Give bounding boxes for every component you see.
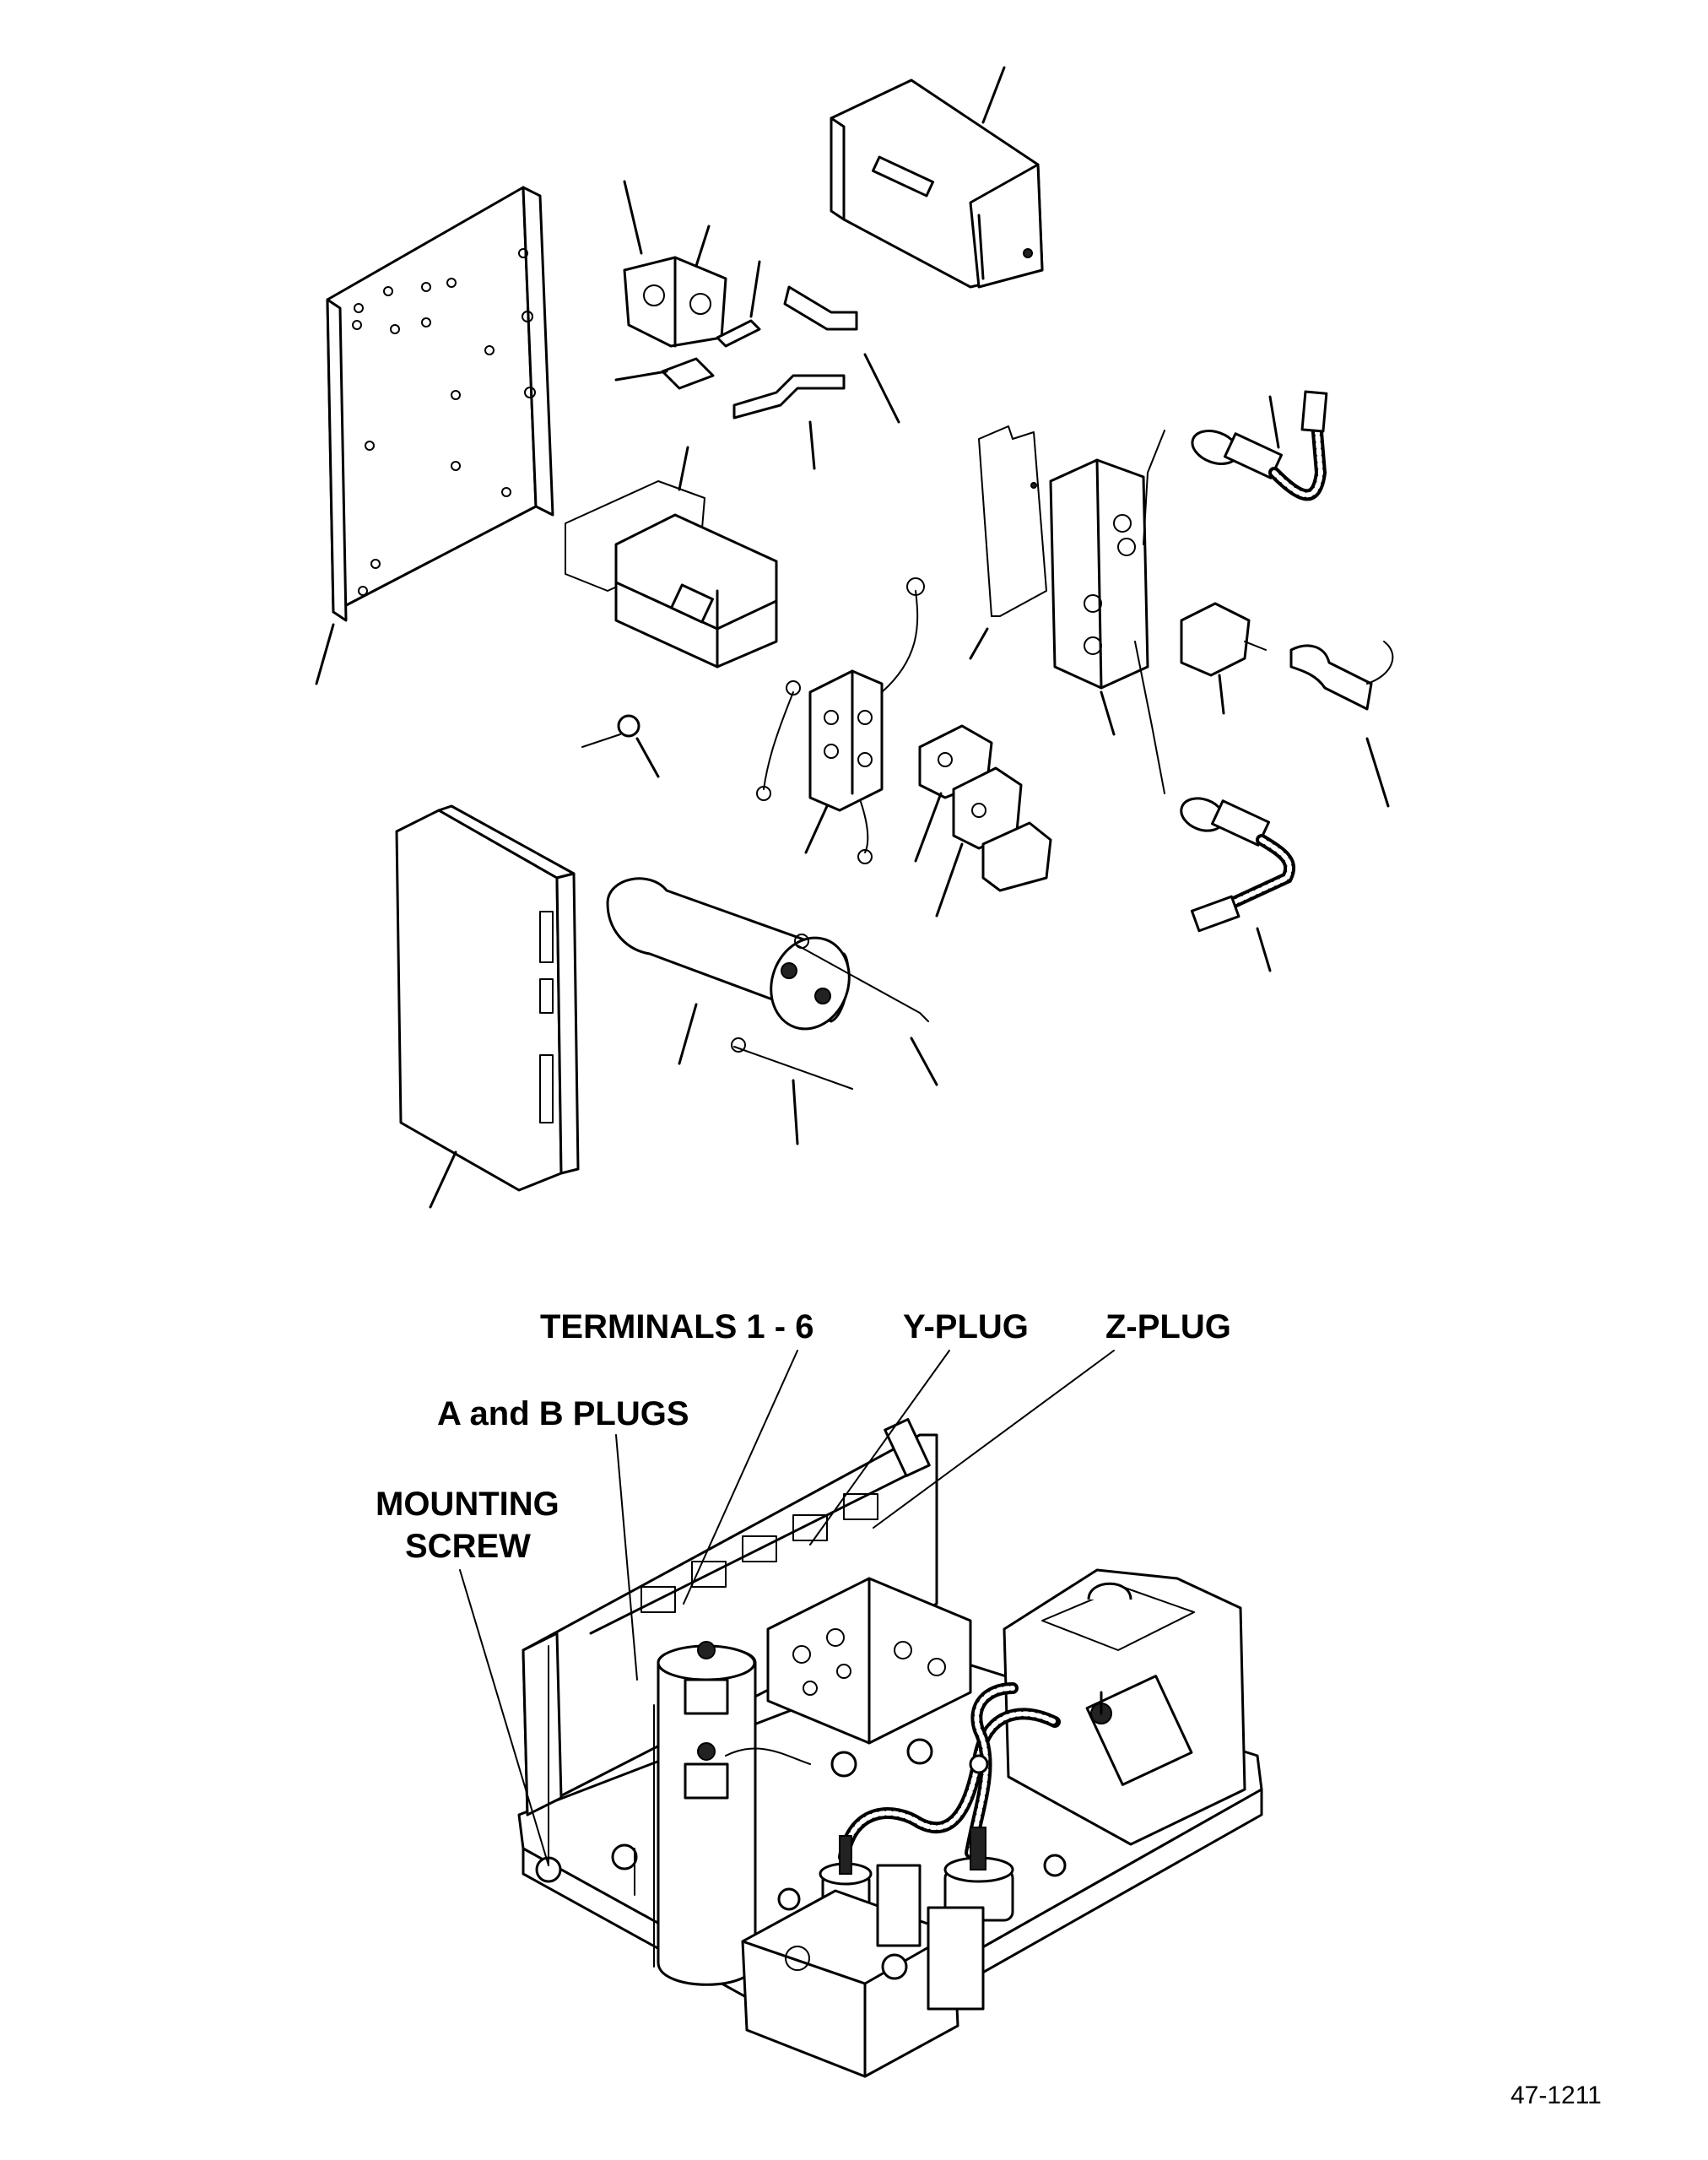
relay-blocks — [914, 724, 1052, 918]
coil-cover — [830, 66, 1044, 289]
stud-diodes-assembled — [819, 1827, 1014, 1922]
fasteners — [777, 1738, 1067, 1911]
label-terminals: TERMINALS 1 - 6 — [540, 1308, 813, 1345]
heat-sink-plate — [315, 186, 554, 685]
diode-heat-sink — [741, 1864, 985, 2078]
stud-diode-upper — [1143, 390, 1328, 545]
terminal-strip-assembled — [766, 1577, 972, 1745]
contactor-assembled — [1003, 1568, 1246, 1846]
terminal-block — [623, 180, 727, 348]
leader-z-plug — [873, 1350, 1115, 1529]
bus-bars — [614, 260, 900, 470]
thermal-switch — [1180, 602, 1267, 715]
leader-mounting-screw — [459, 1569, 549, 1866]
label-mounting-screw-line1: MOUNTING — [376, 1486, 559, 1523]
label-y-plug: Y-PLUG — [903, 1308, 1029, 1345]
capacitor-assembled — [611, 1641, 811, 1986]
figure-number: 47-1211 — [1511, 2082, 1602, 2109]
leader-ab-plugs — [615, 1434, 638, 1681]
leader-y-plug — [809, 1350, 950, 1546]
cable-clamp — [1289, 641, 1394, 808]
callouts: TERMINALS 1 - 6 Y-PLUG Z-PLUG A and B PL… — [376, 1308, 1231, 1866]
contactor — [565, 446, 778, 778]
label-ab-plugs: A and B PLUGS — [437, 1395, 689, 1432]
housing — [522, 1417, 938, 1883]
fuse-block — [756, 577, 925, 864]
diode-mounting-block — [969, 425, 1149, 736]
label-mounting-screw-line2: SCREW — [405, 1528, 531, 1565]
logic-card — [395, 804, 580, 1209]
capacitor — [606, 877, 938, 1145]
braided-cables — [838, 1682, 1061, 1863]
assembled-view — [517, 1417, 1263, 2078]
exploded-view — [315, 66, 1394, 1209]
stud-diode-lower — [1134, 641, 1296, 972]
label-z-plug: Z-PLUG — [1105, 1308, 1231, 1345]
leader-terminals — [683, 1350, 798, 1605]
